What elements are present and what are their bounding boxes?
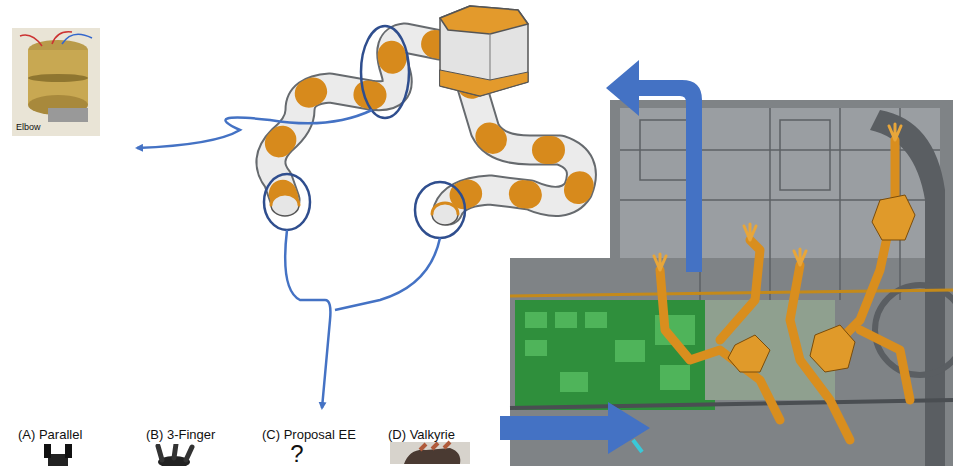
elbow-photo (12, 28, 100, 136)
placeholder-mark: ? (262, 441, 332, 466)
finger-photo (152, 444, 196, 466)
end-effector-option: (B) 3-Finger (146, 427, 234, 466)
option-label: (A) Parallel (18, 427, 104, 442)
end-effector-option: (D) Valkyrie (388, 427, 476, 466)
photo-caption: Elbow (16, 122, 41, 133)
flow-arrow (500, 60, 702, 454)
highlight-circle (264, 26, 465, 238)
option-label: (C) Proposal EE (262, 427, 374, 442)
end-effector-option: (A) Parallel (18, 427, 104, 466)
option-label: (D) Valkyrie (388, 427, 476, 442)
robot-model (271, 6, 582, 225)
option-label: (B) 3-Finger (146, 427, 234, 442)
end-effector-option: (C) Proposal EE? (262, 427, 374, 466)
pointer-arrow (137, 110, 440, 408)
photo-box: Elbow (12, 28, 100, 136)
parallel-photo (38, 444, 78, 466)
